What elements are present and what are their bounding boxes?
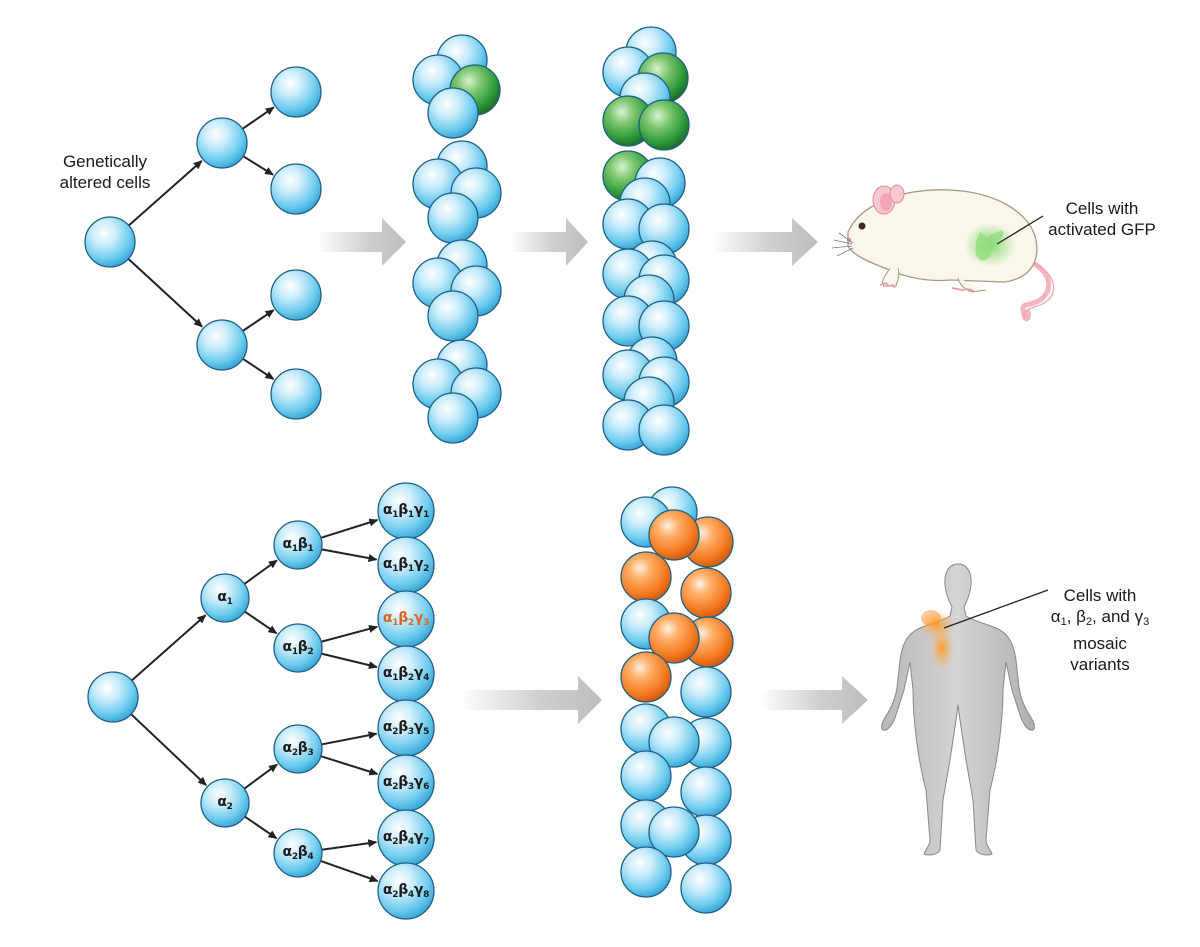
root-cell <box>84 216 136 268</box>
mouse-callout-line1: Cells with <box>1065 199 1139 218</box>
level2-cell <box>273 828 323 878</box>
tissue-cell <box>427 290 479 342</box>
level3-cell-label: α2β4γ8 <box>382 882 430 900</box>
granddaughter-cell <box>270 368 322 420</box>
granddaughter-cell <box>270 163 322 215</box>
highlighted-variant-label: α1β2γ3 <box>382 610 430 628</box>
tissue-cell <box>680 862 732 914</box>
level3-cell-label: α1β2γ4 <box>382 665 430 683</box>
level3-cell-label: α1β1γ2 <box>382 556 430 574</box>
level2-cell-label: α2β3 <box>282 740 314 758</box>
variant-cell <box>620 651 672 703</box>
mouse-callout-line <box>996 215 1044 245</box>
lineage-arrow <box>127 258 203 328</box>
level1-cell <box>200 573 250 623</box>
granddaughter-cell <box>270 66 322 118</box>
lineage-arrow <box>242 309 275 332</box>
lineage-arrow <box>131 614 207 682</box>
transition-arrow <box>460 676 602 724</box>
lineage-arrow <box>242 106 275 130</box>
transition-arrow <box>510 218 588 266</box>
transition-arrow <box>712 218 818 266</box>
lineage-arrow <box>321 731 378 746</box>
level2-cell-label: α1β1 <box>282 536 314 554</box>
tissue-cell <box>620 846 672 898</box>
level2-cell-label: α1β2 <box>282 639 314 657</box>
lineage-arrow <box>320 518 379 539</box>
human-callout-line2: α1, β2, and γ3 <box>1050 607 1150 628</box>
tissue-cell <box>648 806 700 858</box>
mouse-callout-label: Cells with activated GFP <box>1032 198 1172 240</box>
lineage-arrow <box>243 763 278 790</box>
granddaughter-cell <box>270 269 322 321</box>
level2-cell <box>273 623 323 673</box>
lineage-arrow <box>130 713 207 786</box>
variant-cell <box>620 551 672 603</box>
lineage-arrow <box>242 357 275 380</box>
lineage-arrow <box>242 155 274 176</box>
lineage-arrow <box>320 624 378 643</box>
daughter-cell <box>196 117 248 169</box>
human-callout-line4: variants <box>1070 655 1130 674</box>
level3-cell-label: α2β3γ5 <box>382 719 430 737</box>
level2-cell <box>273 520 323 570</box>
tissue-cell <box>620 750 672 802</box>
top-tissue-column-1 <box>412 34 502 444</box>
tissue-cell <box>427 87 479 139</box>
tissue-cell <box>638 404 690 456</box>
lineage-arrow <box>244 610 278 635</box>
source-label: Genetically altered cells <box>40 151 170 193</box>
variant-cell <box>680 567 732 619</box>
level3-cell-label: α1β1γ1 <box>382 502 430 520</box>
transition-arrow <box>318 218 406 266</box>
variant-cell <box>648 612 700 664</box>
source-label-text: Genetically altered cells <box>59 152 151 192</box>
level1-cell <box>200 778 250 828</box>
tissue-cell <box>680 766 732 818</box>
human-callout-line <box>943 589 1049 629</box>
bottom-tissue-column <box>620 486 734 914</box>
bottom-lineage-tree <box>87 482 435 920</box>
level1-cell-label: α2 <box>217 794 233 812</box>
top-lineage-tree <box>84 66 322 420</box>
level1-cell-label: α1 <box>217 589 233 607</box>
tissue-cell <box>680 666 732 718</box>
transition-arrow <box>760 676 868 724</box>
mouse-callout-line2: activated GFP <box>1048 220 1156 239</box>
mouse-illustration <box>831 184 1055 322</box>
lineage-arrow <box>244 815 278 840</box>
level2-cell-label: α2β4 <box>282 844 314 862</box>
tissue-cell <box>427 192 479 244</box>
tissue-cell <box>427 392 479 444</box>
level2-cell <box>273 724 323 774</box>
lineage-arrow <box>321 652 378 669</box>
gfp-cell <box>638 99 690 151</box>
top-tissue-column-2 <box>602 26 690 456</box>
human-callout-label: Cells with α1, β2, and γ3 mosaic variant… <box>1030 585 1170 675</box>
lineage-arrow <box>128 160 203 227</box>
tissue-cell <box>648 716 700 768</box>
level3-cell-label: α2β3γ6 <box>382 774 430 792</box>
daughter-cell <box>196 319 248 371</box>
lineage-arrow <box>320 755 379 776</box>
level3-cell <box>377 862 435 920</box>
root-cell <box>87 671 139 723</box>
lineage-arrow <box>243 559 278 585</box>
lineage-arrow <box>321 548 378 563</box>
level3-cell-label: α2β4γ7 <box>382 829 430 847</box>
variant-cell <box>648 509 700 561</box>
lineage-arrow <box>320 860 379 883</box>
human-silhouette <box>881 563 1035 856</box>
lineage-arrow <box>321 839 378 851</box>
human-callout-line3: mosaic <box>1073 634 1127 653</box>
human-callout-line1: Cells with <box>1063 586 1137 605</box>
